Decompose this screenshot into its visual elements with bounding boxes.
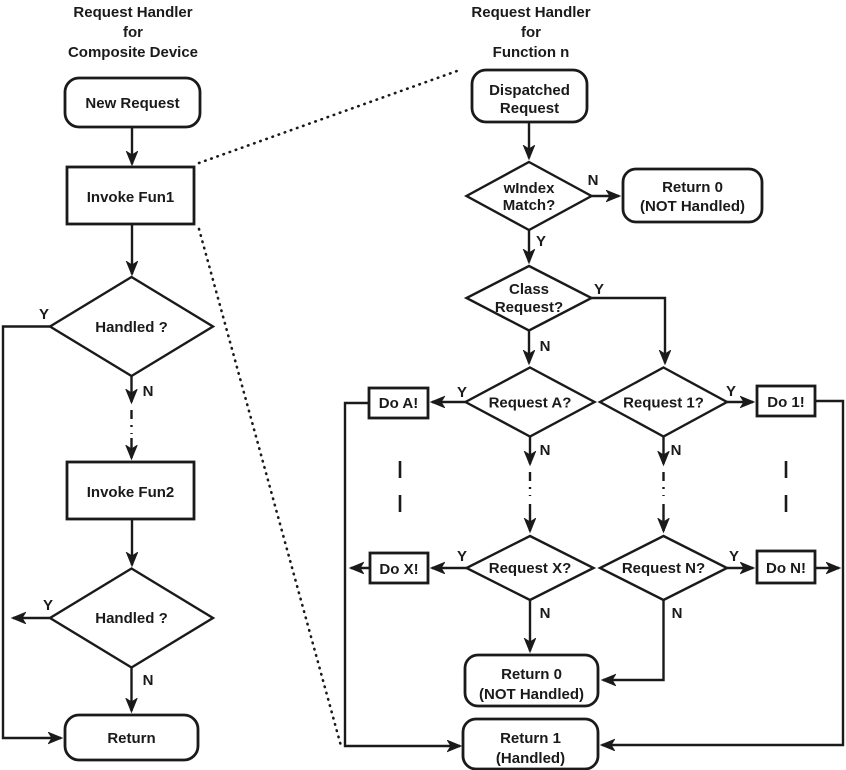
windex-match-label2: Match? — [503, 197, 556, 214]
request-n-yes-label: Y — [729, 548, 739, 565]
request-x-no-label: N — [540, 605, 551, 622]
windex-yes-label: Y — [536, 233, 546, 250]
do-a-label: Do A! — [379, 395, 418, 412]
node-windex-match: wIndex Match? — [463, 160, 595, 232]
edge-doa-rail-to-return1 — [343, 401, 460, 746]
node-new-request: New Request — [63, 76, 202, 129]
invoke-fun2-box — [65, 460, 196, 521]
return1-box — [461, 717, 600, 770]
node-return0-bottom: Return 0 (NOT Handled) — [463, 653, 600, 708]
edge-do1-rail-to-return1 — [602, 399, 845, 745]
request-1-no-label: N — [671, 442, 682, 459]
node-do-x: Do X! — [368, 551, 430, 585]
do-n-box — [755, 549, 817, 585]
left-title-line2: for — [123, 24, 143, 41]
request-1-yes-label: Y — [726, 383, 736, 400]
windex-no-label: N — [588, 172, 599, 189]
request-x-yes-label: Y — [457, 548, 467, 565]
new-request-label: New Request — [85, 95, 179, 112]
return-left-box — [63, 713, 200, 762]
node-dispatched-request: Dispatched Request — [470, 68, 589, 124]
invoke-fun1-label: Invoke Fun1 — [87, 189, 175, 206]
node-invoke-fun2: Invoke Fun2 — [65, 460, 196, 521]
edge-class-yes-to-request1 — [591, 296, 666, 363]
handled2-no-label: N — [143, 672, 154, 689]
node-invoke-fun1: Invoke Fun1 — [65, 165, 196, 226]
handled1-label: Handled ? — [95, 319, 168, 336]
class-request-label1: Class — [509, 281, 549, 298]
return0-bottom-box — [463, 653, 600, 708]
request-a-yes-label: Y — [457, 384, 467, 401]
node-request-1: Request 1? — [597, 366, 730, 438]
node-do-1: Do 1! — [755, 384, 817, 418]
new-request-box — [63, 76, 202, 129]
left-title-line1: Request Handler — [73, 4, 192, 21]
node-handled-1: Handled ? — [47, 275, 216, 378]
node-class-request: Class Request? — [463, 264, 595, 332]
request-1-label: Request 1? — [623, 395, 704, 412]
return1-label1: Return 1 — [500, 730, 561, 747]
right-flowchart: Request Handler for Function n Dispatche… — [343, 4, 845, 770]
node-return1: Return 1 (Handled) — [461, 717, 600, 770]
node-request-a: Request A? — [462, 366, 598, 438]
class-yes-label: Y — [594, 281, 604, 298]
edge-requestn-no-to-return0 — [603, 600, 665, 680]
return0-top-label2: (NOT Handled) — [640, 198, 745, 215]
handled2-yes-label: Y — [43, 597, 53, 614]
handled1-yes-label: Y — [39, 306, 49, 323]
return0-top-box — [621, 167, 764, 224]
invoke-fun2-label: Invoke Fun2 — [87, 484, 175, 501]
do-x-box — [368, 551, 430, 585]
edge-handled1-yes-to-return — [1, 325, 61, 739]
class-no-label: N — [540, 338, 551, 355]
left-flowchart: Request Handler for Composite Device New… — [1, 4, 216, 762]
windex-match-label1: wIndex — [503, 180, 556, 197]
left-title-line3: Composite Device — [68, 44, 198, 61]
request-n-label: Request N? — [622, 560, 705, 577]
node-do-a: Do A! — [367, 386, 430, 420]
do-x-label: Do X! — [379, 561, 418, 578]
node-request-x: Request X? — [463, 534, 597, 602]
node-handled-2: Handled ? — [47, 567, 216, 669]
handled1-no-label: N — [143, 383, 154, 400]
zoom-link-bottom-dotted-line — [197, 227, 343, 748]
invoke-fun1-box — [65, 165, 196, 226]
do-1-label: Do 1! — [767, 394, 805, 411]
class-request-label2: Request? — [495, 299, 563, 316]
dispatched-request-label2: Request — [500, 100, 559, 117]
request-x-label: Request X? — [489, 560, 572, 577]
right-title-line1: Request Handler — [471, 4, 590, 21]
request-a-label: Request A? — [489, 395, 572, 412]
do-a-box — [367, 386, 430, 420]
handled2-label: Handled ? — [95, 610, 168, 627]
do-n-label: Do N! — [766, 560, 806, 577]
return0-top-label1: Return 0 — [662, 179, 723, 196]
request-n-no-label: N — [672, 605, 683, 622]
node-do-n: Do N! — [755, 549, 817, 585]
right-title-line3: Function n — [493, 44, 570, 61]
dispatched-request-label1: Dispatched — [489, 82, 570, 99]
return1-label2: (Handled) — [496, 750, 565, 767]
return-left-label: Return — [107, 730, 155, 747]
request-a-no-label: N — [540, 442, 551, 459]
return0-bottom-label1: Return 0 — [501, 666, 562, 683]
zoom-link-top-dotted-line — [197, 69, 459, 165]
node-return-left: Return — [63, 713, 200, 762]
node-request-n: Request N? — [597, 534, 730, 602]
right-title-line2: for — [521, 24, 541, 41]
node-return0-top: Return 0 (NOT Handled) — [621, 167, 764, 224]
return0-bottom-label2: (NOT Handled) — [479, 686, 584, 703]
